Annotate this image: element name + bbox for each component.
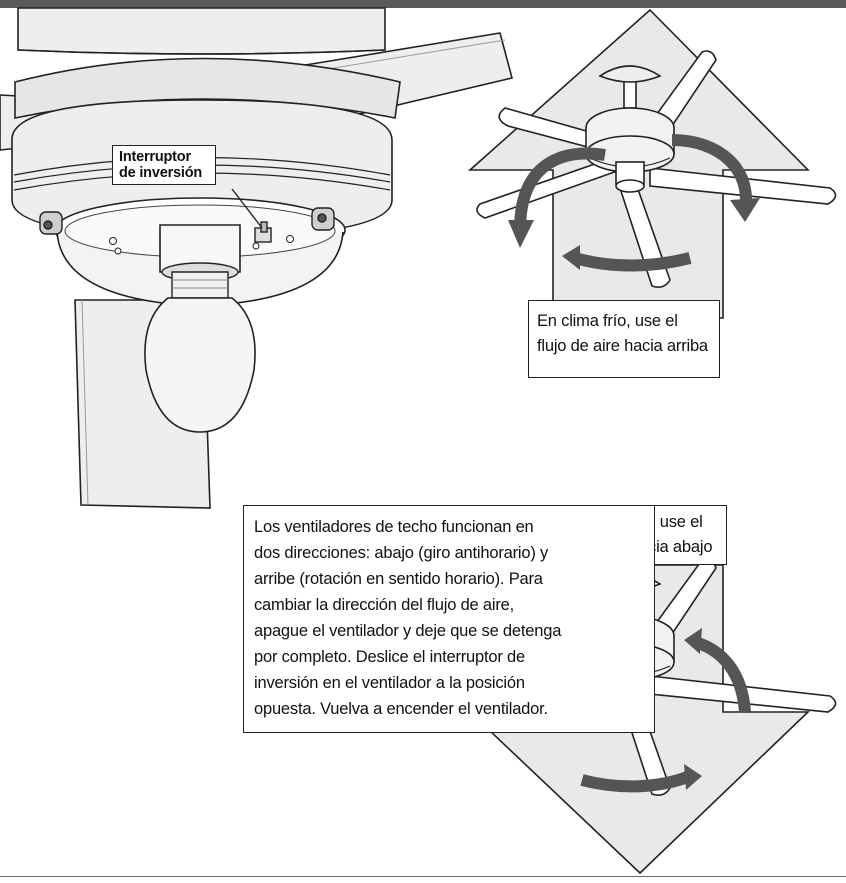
instruction-line: inversión en el ventilador a la posición — [254, 674, 525, 692]
footer-rule — [0, 876, 846, 877]
reverse-switch-label: Interruptor de inversión — [112, 145, 216, 185]
rotation-arrow-right-up — [693, 636, 751, 713]
instruction-line: cambiar la dirección del flujo de aire, — [254, 596, 515, 614]
caption-line: flujo de aire hacia arriba — [537, 337, 708, 355]
rotation-arrow-left — [514, 147, 606, 231]
right-knob — [311, 207, 335, 231]
left-knob — [39, 211, 63, 235]
upward-airflow-diagram — [467, 8, 837, 319]
instruction-line: dos direcciones: abajo (giro antihorario… — [254, 544, 549, 562]
rotation-arrow-bottom-right — [580, 770, 693, 793]
rotation-arrow-right — [671, 134, 752, 212]
header-bar — [0, 0, 846, 8]
instruction-line: por completo. Deslice el interruptor de — [254, 648, 526, 666]
instruction-line: opuesta. Vuelva a encender el ventilador… — [254, 700, 548, 718]
instruction-line: Los ventiladores de techo funcionan en — [254, 518, 534, 536]
light-bulb — [144, 297, 256, 433]
large-fan-illustration — [0, 7, 513, 509]
instructions-text-box: Los ventiladores de techo funcionan en d… — [243, 505, 655, 733]
label-line: de inversión — [119, 165, 203, 181]
label-line: Interruptor — [119, 149, 191, 165]
instruction-line: apague el ventilador y deje que se deten… — [254, 622, 562, 640]
caption-line: En clima frío, use el — [537, 312, 678, 330]
cold-weather-caption: En clima frío, use el flujo de aire haci… — [528, 300, 720, 378]
instruction-line: arribe (rotación en sentido horario). Pa… — [254, 570, 543, 588]
rotation-arrow-bottom — [573, 252, 692, 272]
